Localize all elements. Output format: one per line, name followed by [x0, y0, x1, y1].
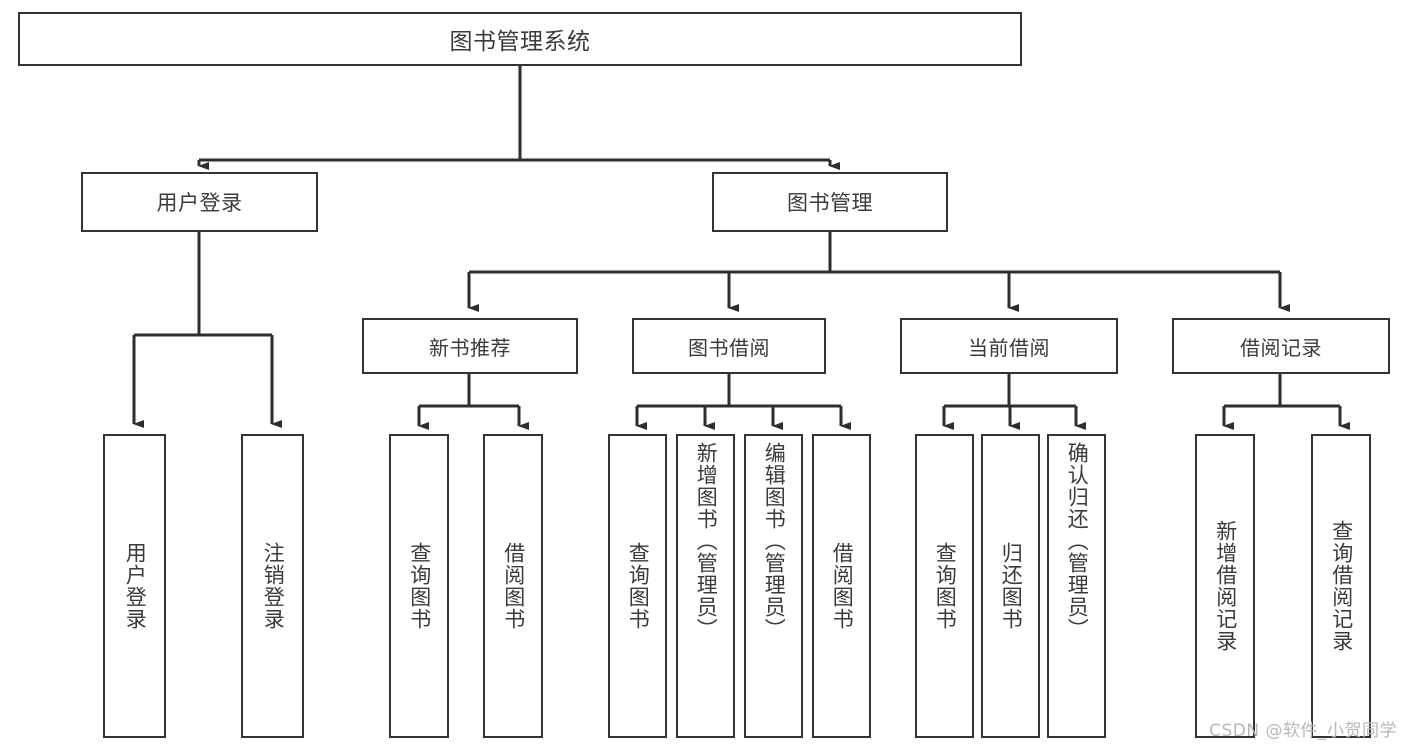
leaf-label: 查询图书 — [933, 542, 958, 630]
leaf-label: 编辑图书（管理员） — [762, 442, 787, 640]
leaf-current-confirm-return-admin[interactable]: 确认归还（管理员） — [1047, 434, 1106, 738]
node-current-borrow[interactable]: 当前借阅 — [900, 318, 1118, 374]
leaf-borrow-query-book[interactable]: 查询图书 — [608, 434, 667, 738]
node-book-borrow[interactable]: 图书借阅 — [632, 318, 826, 374]
leaf-label: 查询图书 — [626, 542, 651, 630]
node-borrow-record-label: 借阅记录 — [1240, 335, 1322, 360]
leaf-record-add-record[interactable]: 新增借阅记录 — [1195, 434, 1255, 738]
leaf-label: 注销登录 — [261, 542, 286, 630]
leaf-label: 查询图书 — [407, 542, 432, 630]
leaf-borrow-edit-book-admin[interactable]: 编辑图书（管理员） — [744, 434, 803, 738]
leaf-label: 归还图书 — [999, 542, 1024, 630]
leaf-label: 新增借阅记录 — [1213, 520, 1238, 652]
node-new-book-recommend-label: 新书推荐 — [429, 335, 511, 360]
leaf-label: 查询借阅记录 — [1329, 520, 1354, 652]
node-current-borrow-label: 当前借阅 — [968, 335, 1050, 360]
leaf-recommend-query-book[interactable]: 查询图书 — [389, 434, 449, 738]
leaf-user-login-signin[interactable]: 用户登录 — [103, 434, 166, 738]
leaf-current-return-book[interactable]: 归还图书 — [981, 434, 1040, 738]
node-book-management[interactable]: 图书管理 — [712, 172, 948, 232]
leaf-record-query-record[interactable]: 查询借阅记录 — [1311, 434, 1371, 738]
node-book-management-label: 图书管理 — [787, 191, 873, 215]
leaf-recommend-borrow-book[interactable]: 借阅图书 — [483, 434, 543, 738]
leaf-borrow-add-book-admin[interactable]: 新增图书（管理员） — [676, 434, 735, 738]
node-user-login[interactable]: 用户登录 — [81, 172, 318, 232]
leaf-label: 新增图书（管理员） — [694, 442, 719, 640]
node-root-system[interactable]: 图书管理系统 — [18, 12, 1022, 66]
node-root-label: 图书管理系统 — [449, 29, 591, 55]
leaf-label: 借阅图书 — [501, 542, 526, 630]
csdn-watermark: CSDN @软件_小贺同学 — [1209, 721, 1397, 741]
node-borrow-record[interactable]: 借阅记录 — [1172, 318, 1390, 374]
leaf-borrow-borrow-book[interactable]: 借阅图书 — [812, 434, 871, 738]
node-user-login-label: 用户登录 — [156, 191, 243, 215]
leaf-label: 用户登录 — [123, 542, 148, 630]
node-new-book-recommend[interactable]: 新书推荐 — [362, 318, 578, 374]
leaf-user-login-signout[interactable]: 注销登录 — [241, 434, 304, 738]
leaf-label: 确认归还（管理员） — [1065, 442, 1090, 640]
node-book-borrow-label: 图书借阅 — [688, 335, 770, 360]
leaf-label: 借阅图书 — [830, 542, 855, 630]
leaf-current-query-book[interactable]: 查询图书 — [915, 434, 974, 738]
